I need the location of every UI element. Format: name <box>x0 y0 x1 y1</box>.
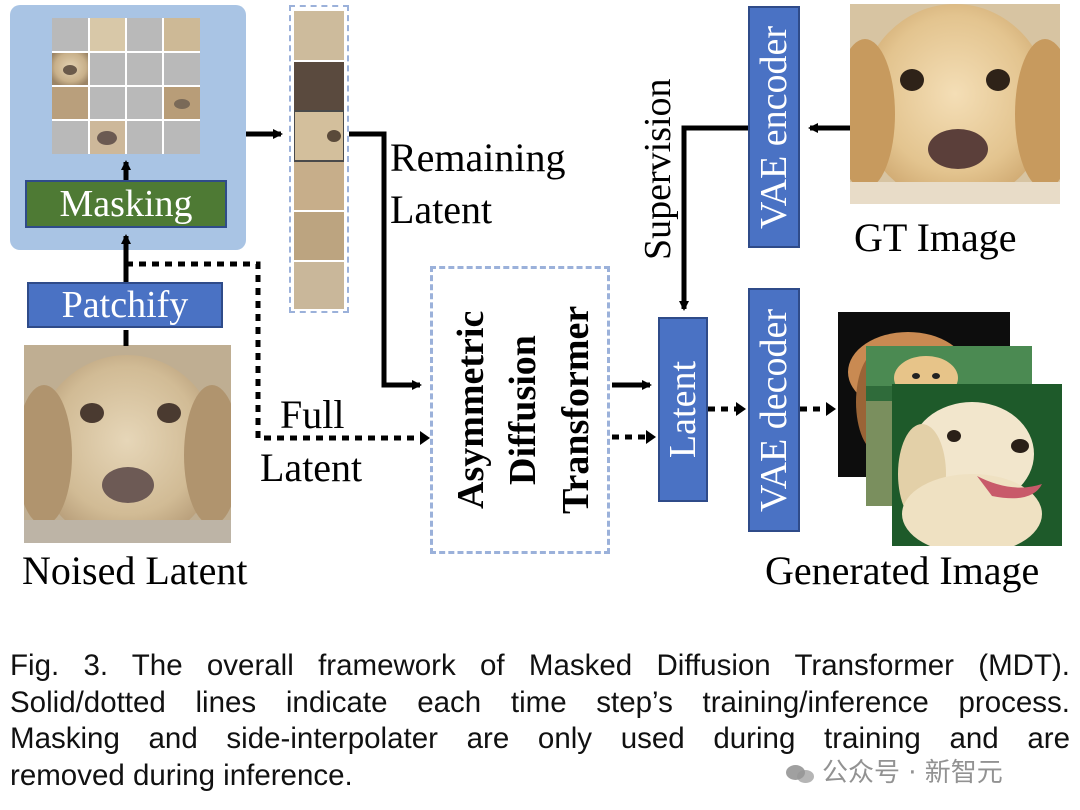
arrowhead-adt-latent-dotted <box>646 430 656 444</box>
masking-label: Masking <box>59 183 193 225</box>
wechat-icon <box>786 763 816 785</box>
masking-box: Masking <box>25 180 227 228</box>
gt-image-label: GT Image <box>854 215 1017 260</box>
connector-layer <box>121 123 850 445</box>
figure-caption: Fig. 3. The overall framework of Masked … <box>10 648 1070 794</box>
caption-line-3: Masking and side-interpolater are only u… <box>10 722 1070 755</box>
patchify-label: Patchify <box>61 284 189 326</box>
noised-latent-image <box>24 345 231 543</box>
arrow-full-latent <box>126 261 420 441</box>
remaining-latent-column <box>289 5 349 313</box>
caption-line-1: Fig. 3. The overall framework of Masked … <box>10 649 1070 682</box>
remaining-latent-label-line2: Latent <box>390 187 493 232</box>
remaining-latent-tokens <box>294 11 344 309</box>
arrowhead-latent-decoder-dotted <box>736 402 746 416</box>
generated-image-label: Generated Image <box>765 548 1040 593</box>
arrowhead-full-latent <box>420 431 430 445</box>
remaining-latent-label-line1: Remaining <box>390 135 566 180</box>
patchify-box: Patchify <box>27 282 223 328</box>
watermark-text: 公众号 · 新智元 <box>822 758 1003 788</box>
caption-line-4: removed during inference. <box>10 758 353 792</box>
arrowhead-decoder-generated-dotted <box>826 402 836 416</box>
caption-line-2: Solid/dotted lines indicate each time st… <box>10 685 1070 719</box>
watermark: 公众号 · 新智元 <box>786 752 1003 789</box>
gt-image <box>850 4 1060 204</box>
arrow-supervision <box>679 125 748 311</box>
latent-box: Latent <box>658 317 708 502</box>
vae-decoder-box: VAE decoder <box>748 288 800 532</box>
full-latent-label-line1: Full <box>280 392 345 437</box>
generated-image-front <box>892 384 1062 546</box>
arrow-remaining-latent <box>349 131 422 390</box>
noised-latent-label: Noised Latent <box>22 548 248 593</box>
full-latent-label-line2: Latent <box>260 445 363 490</box>
adt-box <box>430 266 610 554</box>
vae-encoder-box: VAE encoder <box>748 6 800 248</box>
masked-patch-grid <box>52 18 200 154</box>
